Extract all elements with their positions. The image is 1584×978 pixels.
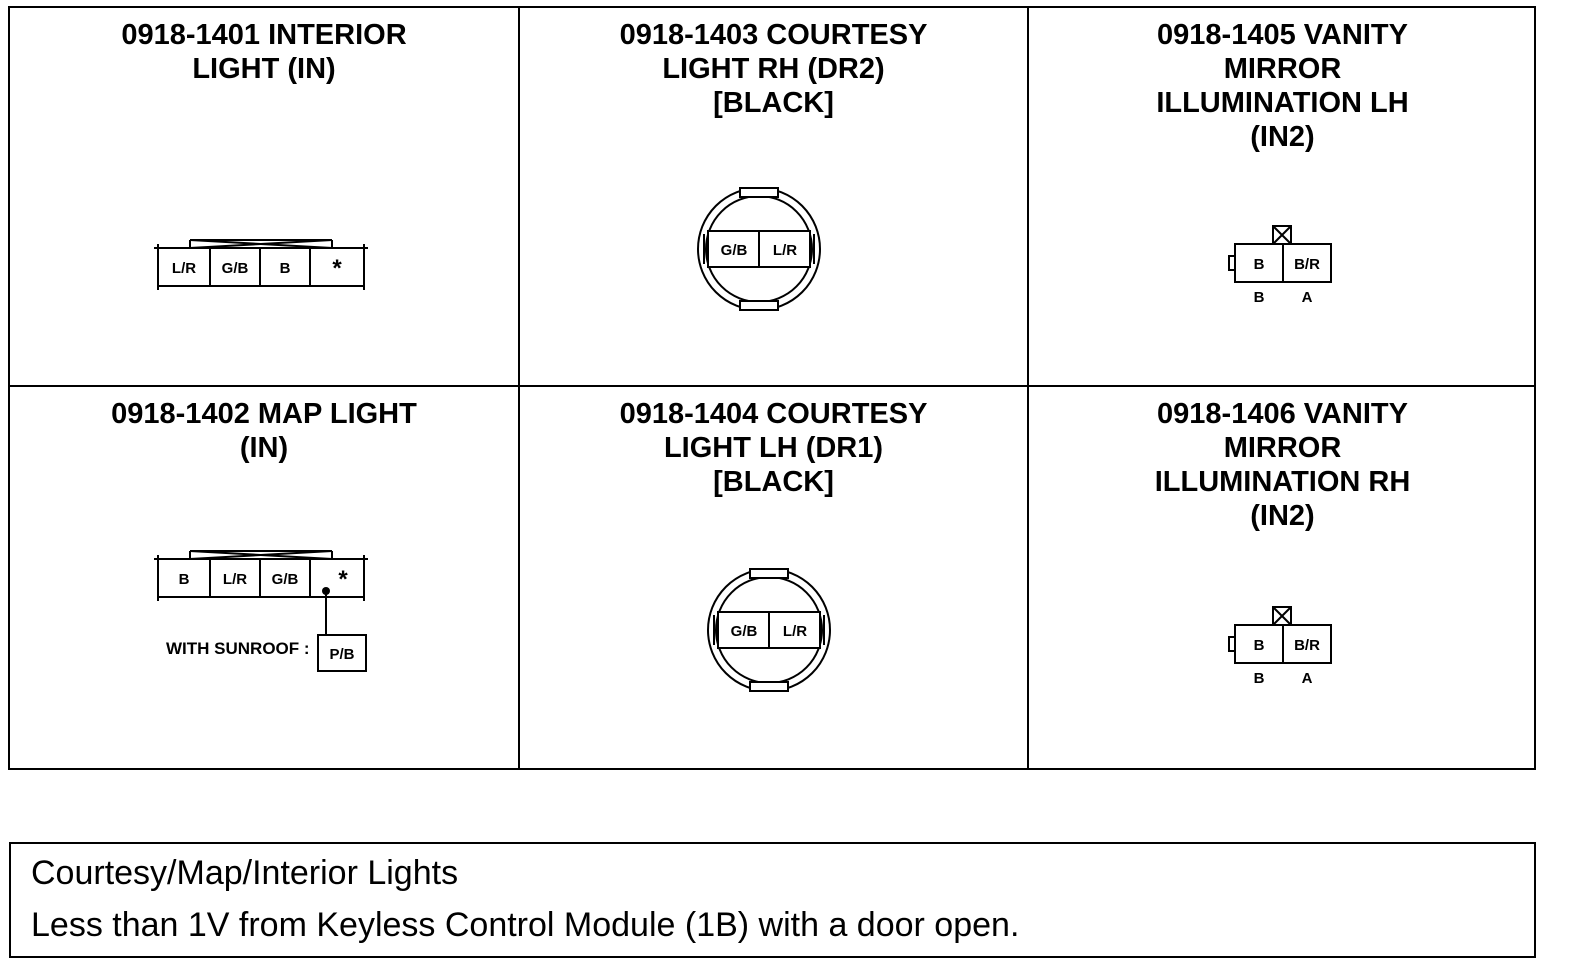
connector-diagram-0918-1402: B L/R G/B * P/B — [154, 550, 368, 672]
grid-divider — [10, 385, 1534, 387]
title-line: 0918-1402 MAP LIGHT — [111, 398, 417, 430]
note-line-2: Less than 1V from Keyless Control Module… — [31, 906, 1020, 944]
pin-label: B — [1254, 256, 1265, 273]
title-line: ILLUMINATION LH — [1156, 87, 1409, 119]
title-line: LIGHT LH (DR1) — [663, 432, 884, 464]
title-line: 0918-1405 VANITY — [1157, 19, 1408, 51]
note-box: Courtesy/Map/Interior Lights Less than 1… — [9, 842, 1536, 958]
connector-title: 0918-1403 COURTESY LIGHT RH (DR2) [BLACK… — [520, 18, 1027, 120]
connector-diagram-0918-1406: B B/R B A — [1228, 606, 1332, 687]
connector-title: 0918-1401 INTERIOR LIGHT (IN) — [10, 18, 518, 86]
pin-position-label: B — [1254, 670, 1265, 687]
connector-diagram-0918-1403: G/B L/R — [697, 187, 821, 311]
pin-label: B — [179, 571, 190, 588]
title-line: 0918-1404 COURTESY — [619, 398, 928, 430]
connector-cell-0918-1404: 0918-1404 COURTESY LIGHT LH (DR1) [BLACK… — [520, 387, 1027, 770]
pin-label: B/R — [1294, 637, 1320, 654]
pin-label: G/B — [721, 242, 748, 259]
pin-label: L/R — [783, 623, 807, 640]
grid-divider — [1027, 8, 1029, 768]
note-line-1: Courtesy/Map/Interior Lights — [31, 854, 459, 892]
pin-label: L/R — [223, 571, 247, 588]
pin-position-label: A — [1302, 670, 1313, 687]
title-line: (IN2) — [1250, 121, 1315, 153]
connector-cell-0918-1401: 0918-1401 INTERIOR LIGHT (IN) L/R — [10, 8, 518, 386]
connector-cell-0918-1406: 0918-1406 VANITY MIRROR ILLUMINATION RH … — [1029, 387, 1536, 770]
pin-label: B — [280, 260, 291, 277]
connector-diagram-0918-1401: L/R G/B B * — [154, 239, 368, 290]
sunroof-option-label: WITH SUNROOF : — [166, 639, 310, 658]
title-line: [BLACK] — [713, 466, 834, 498]
grid-divider — [518, 8, 520, 768]
title-line: LIGHT RH (DR2) — [662, 53, 885, 85]
connector-cell-0918-1405: 0918-1405 VANITY MIRROR ILLUMINATION LH … — [1029, 8, 1536, 386]
connector-title: 0918-1404 COURTESY LIGHT LH (DR1) [BLACK… — [520, 397, 1027, 499]
pin-label: B/R — [1294, 256, 1320, 273]
pin-label: B — [1254, 637, 1265, 654]
connector-title: 0918-1406 VANITY MIRROR ILLUMINATION RH … — [1029, 397, 1536, 533]
title-line: (IN2) — [1250, 500, 1315, 532]
pin-label: G/B — [272, 571, 299, 588]
title-line: LIGHT (IN) — [192, 53, 336, 85]
connector-diagram-0918-1405: B B/R B A — [1228, 225, 1332, 306]
connector-diagram-0918-1404: G/B L/R — [707, 568, 831, 692]
pin-label: L/R — [172, 260, 196, 277]
title-line: MIRROR — [1223, 53, 1342, 85]
title-line: (IN) — [239, 432, 289, 464]
title-line: 0918-1403 COURTESY — [619, 19, 928, 51]
pin-label: * — [332, 255, 342, 282]
pin-label: G/B — [222, 260, 249, 277]
connector-cell-0918-1402: 0918-1402 MAP LIGHT (IN) — [10, 387, 518, 770]
option-pin-label: P/B — [329, 646, 354, 663]
pin-label: * — [338, 566, 348, 593]
connector-title: 0918-1402 MAP LIGHT (IN) — [10, 397, 518, 465]
title-line: [BLACK] — [713, 87, 834, 119]
connector-grid: 0918-1401 INTERIOR LIGHT (IN) L/R — [8, 6, 1536, 770]
title-line: 0918-1401 INTERIOR — [121, 19, 407, 51]
title-line: 0918-1406 VANITY — [1157, 398, 1408, 430]
pin-position-label: B — [1254, 289, 1265, 306]
title-line: ILLUMINATION RH — [1154, 466, 1411, 498]
connector-cell-0918-1403: 0918-1403 COURTESY LIGHT RH (DR2) [BLACK… — [520, 8, 1027, 386]
pin-label: L/R — [773, 242, 797, 259]
pin-position-label: A — [1302, 289, 1313, 306]
connector-title: 0918-1405 VANITY MIRROR ILLUMINATION LH … — [1029, 18, 1536, 154]
pin-label: G/B — [731, 623, 758, 640]
title-line: MIRROR — [1223, 432, 1342, 464]
